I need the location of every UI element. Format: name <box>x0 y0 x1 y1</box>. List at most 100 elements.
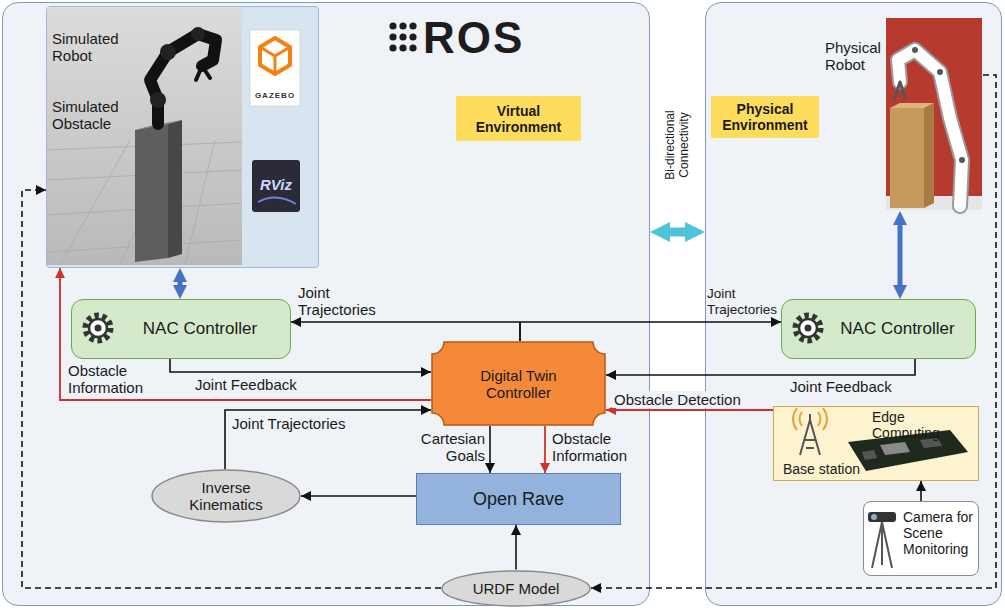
simulated-obstacle <box>168 120 182 258</box>
physical-robot-photo <box>912 47 918 53</box>
base-station-icon <box>793 408 827 455</box>
process-ellipse: URDF Model <box>441 570 591 607</box>
simulated-obstacle <box>135 120 182 262</box>
node-text: Inverse Kinematics <box>181 479 271 513</box>
connector <box>225 410 431 469</box>
connector <box>60 268 431 400</box>
simulated-robot <box>150 92 166 108</box>
node-shape <box>442 571 590 606</box>
physical-robot-photo <box>890 103 934 108</box>
node-text: Physical Robot <box>825 39 885 73</box>
ros-logo-dots <box>409 33 416 40</box>
edge-board-icon <box>880 442 910 455</box>
camera-icon <box>872 522 892 568</box>
ros-logo-dots <box>399 44 406 51</box>
physical-robot-photo <box>898 50 962 206</box>
gazebo-scene <box>47 7 242 265</box>
gazebo-logo <box>250 30 300 106</box>
gazebo-logo <box>260 47 290 74</box>
physical-robot-photo <box>890 108 924 208</box>
node-text: Camera for Scene Monitoring <box>903 509 977 557</box>
physical-robot-photo <box>886 18 982 210</box>
node-text: Simulated Robot <box>52 30 124 64</box>
base-station-icon <box>800 414 820 455</box>
simulated-robot <box>191 27 205 41</box>
connector <box>606 359 915 375</box>
edge-board-icon <box>848 430 968 471</box>
edge-label: Obstacle Detection <box>612 391 743 408</box>
base-station-icon <box>793 408 827 430</box>
gear-icon <box>796 316 820 340</box>
node-text: Simulated Obstacle <box>52 98 124 132</box>
gazebo-logo <box>260 38 290 74</box>
node-text: Edge Computing <box>872 409 976 441</box>
gear-icon <box>86 316 110 340</box>
simulated-robot <box>150 27 216 124</box>
gazebo-logo <box>250 30 300 106</box>
logo-label: GAZEBO <box>250 91 300 101</box>
physical-robot-photo <box>937 69 943 75</box>
node-text: NAC Controller <box>840 319 954 339</box>
planner-box: Open Rave <box>416 473 621 525</box>
ros-logo-dots <box>399 22 406 29</box>
connector <box>606 409 773 411</box>
camera-icon <box>871 514 877 520</box>
connector <box>544 426 546 473</box>
gear-icon <box>89 319 107 337</box>
camera-icon <box>868 512 896 568</box>
connector <box>291 322 520 341</box>
connector <box>898 218 903 292</box>
gazebo-scene <box>60 140 130 265</box>
simulated-robot <box>160 44 176 60</box>
connectors <box>22 75 996 588</box>
ros-logo-dots <box>389 22 396 29</box>
edge-label: Joint Trajectories <box>298 284 390 318</box>
edge-label: Obstacle Information <box>552 430 644 464</box>
gazebo-scene <box>185 140 215 265</box>
node-shape <box>152 470 300 522</box>
connector <box>178 275 183 292</box>
physical-robot-photo <box>924 103 934 208</box>
edge-board-icon <box>848 430 968 471</box>
connector <box>520 322 781 341</box>
ros-logo-dots <box>389 33 396 40</box>
logo-label: RViz <box>252 176 300 194</box>
edge-label: Joint Feedback <box>195 376 297 393</box>
gear-icon <box>805 325 812 332</box>
node-text: Physical Environment <box>711 96 819 138</box>
edge-board-icon <box>920 438 942 448</box>
node-text: Base station <box>783 461 867 477</box>
node-shape <box>432 342 605 425</box>
edge-label: Bi-directional Connectivity <box>663 80 691 210</box>
edge-label: Obstacle Information <box>68 362 163 396</box>
gear-icon <box>95 325 102 332</box>
physical-robot-photo <box>895 82 905 98</box>
ros-logo-dots <box>389 44 396 51</box>
connector <box>591 75 996 588</box>
simulated-obstacle <box>135 124 168 262</box>
node-text: NAC Controller <box>143 319 257 339</box>
gear-icon <box>799 319 817 337</box>
rviz-logo <box>252 160 300 212</box>
connector <box>515 525 517 570</box>
gear-icon <box>796 316 820 340</box>
node-text: ROS <box>423 13 553 63</box>
node-text: URDF Model <box>473 580 560 597</box>
node-text: Digital Twin Controller <box>461 367 576 401</box>
edge-board-icon <box>862 450 877 460</box>
physical-robot-photo <box>959 157 965 163</box>
connector <box>489 426 491 473</box>
connector <box>920 481 922 501</box>
connector <box>170 359 431 372</box>
ros-logo-dots <box>399 33 406 40</box>
simulated-robot <box>150 34 216 124</box>
twin-controller: Digital Twin Controller <box>431 341 606 426</box>
gazebo-scene <box>47 7 242 265</box>
edge-label: Cartesian Goals <box>405 430 485 464</box>
camera-icon <box>868 512 896 522</box>
edge-label: Joint Trajectories <box>707 286 779 317</box>
gear-icon <box>86 316 110 340</box>
node-text: Virtual Environment <box>456 96 581 141</box>
